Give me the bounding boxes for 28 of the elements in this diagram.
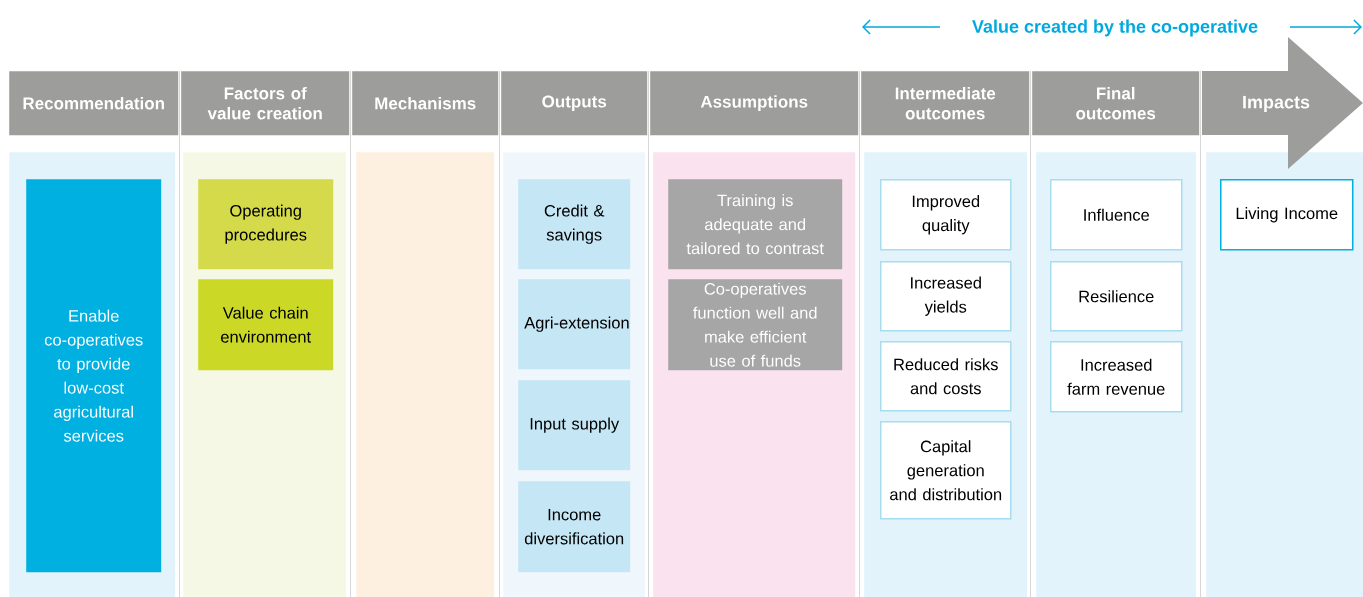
banner-label: Value created by the co-operative (972, 19, 1258, 37)
column-header: Intermediate outcomes (861, 71, 1030, 136)
column-header: Recommendation (9, 71, 179, 136)
outcome-box: Influence (1050, 179, 1183, 251)
output-box: Input supply (518, 380, 631, 471)
arrow-header: Impacts (1202, 37, 1363, 169)
outcome-box: Reduced risks and costs (880, 341, 1012, 412)
column-header: Factors of value creation (181, 71, 350, 136)
outcome-box: Resilience (1050, 261, 1183, 332)
assumption-box: Training is adequate and tailored to contrast (668, 179, 843, 270)
outcome-box: Capital generation and distribution (880, 421, 1012, 520)
assumption-box: Co-operatives function well and make efficient use of funds (668, 279, 843, 371)
column-header: Mechanisms (352, 71, 499, 136)
column-header: Assumptions (650, 71, 859, 136)
column-header: Outputs (501, 71, 648, 136)
output-box: Income diversification (518, 481, 631, 573)
recommendation-box: Enable co-operatives to provide low-cost agricultural services (26, 179, 162, 573)
output-box: Credit & savings (518, 179, 631, 270)
outcome-box: Increased farm revenue (1050, 341, 1183, 413)
impact-box: Living Income (1220, 179, 1354, 251)
outcome-box: Improved quality (880, 179, 1012, 251)
factor-box: Value chain environment (198, 279, 334, 371)
factor-box: Operating procedures (198, 179, 334, 270)
column-panel (356, 152, 495, 597)
output-box: Agri-extension (518, 279, 631, 370)
node-label: Final outcomes (1076, 86, 1156, 120)
column-header: Final outcomes (1032, 71, 1200, 136)
outcome-box: Increased yields (880, 261, 1012, 332)
